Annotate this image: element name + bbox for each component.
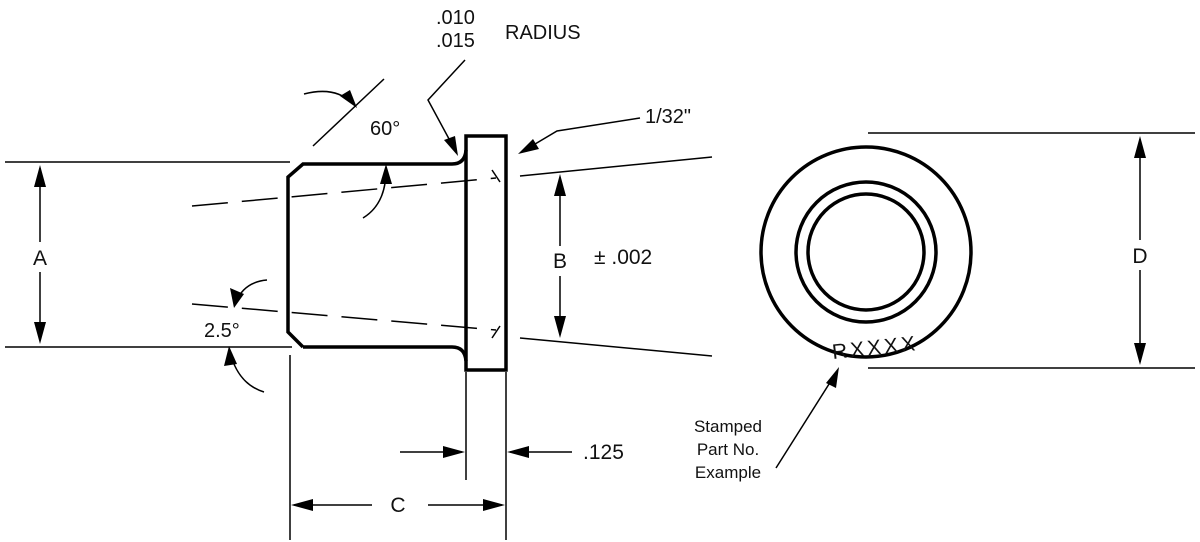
dimension-c: C (289, 355, 505, 540)
callout-part-no: Part No. (697, 440, 759, 459)
label-chamfer: 1/32" (645, 106, 691, 128)
label-c: C (390, 494, 405, 517)
dimension-a: A (26, 165, 54, 344)
label-radius-bottom: .015 (436, 30, 475, 52)
stamp-callout: Stamped Part No. Example (694, 367, 839, 482)
chamfer-callout: 1/32" (518, 106, 691, 154)
angle-2-5-callout: 2.5° (204, 279, 268, 393)
taper-line-bottom (519, 337, 713, 357)
bushing-shank-outline (286, 149, 468, 362)
callout-example: Example (695, 463, 761, 482)
bore-inner-circle (806, 192, 926, 312)
label-radius: RADIUS (505, 22, 581, 44)
end-view: D RXXXX Stamped Part No. Example (694, 132, 1195, 482)
label-b: B (553, 250, 567, 273)
label-angle-2-5: 2.5° (204, 320, 240, 342)
stamped-part-number: RXXXX (831, 332, 919, 364)
dimension-d: D (1126, 136, 1154, 365)
dimension-b: B ± .002 (546, 174, 652, 338)
label-tolerance: ± .002 (594, 246, 652, 269)
dimension-flange-thickness: .125 (400, 372, 624, 540)
hidden-bore-bottom (191, 303, 497, 331)
label-d: D (1132, 245, 1147, 268)
flange-outer-circle (759, 145, 973, 359)
angle-60-callout: 60° (303, 78, 400, 219)
label-flange-thickness: .125 (583, 441, 624, 464)
radius-callout: .010 .015 RADIUS (427, 7, 581, 156)
hidden-bore-top (191, 177, 497, 207)
label-radius-top: .010 (436, 7, 475, 29)
bushing-flange (464, 134, 508, 372)
taper-line-top (519, 156, 713, 177)
bore-outer-circle (794, 180, 938, 324)
label-a: A (33, 247, 47, 270)
callout-stamped: Stamped (694, 417, 762, 436)
side-view: A B ± .002 .125 (5, 7, 713, 540)
label-angle-60: 60° (370, 118, 400, 140)
